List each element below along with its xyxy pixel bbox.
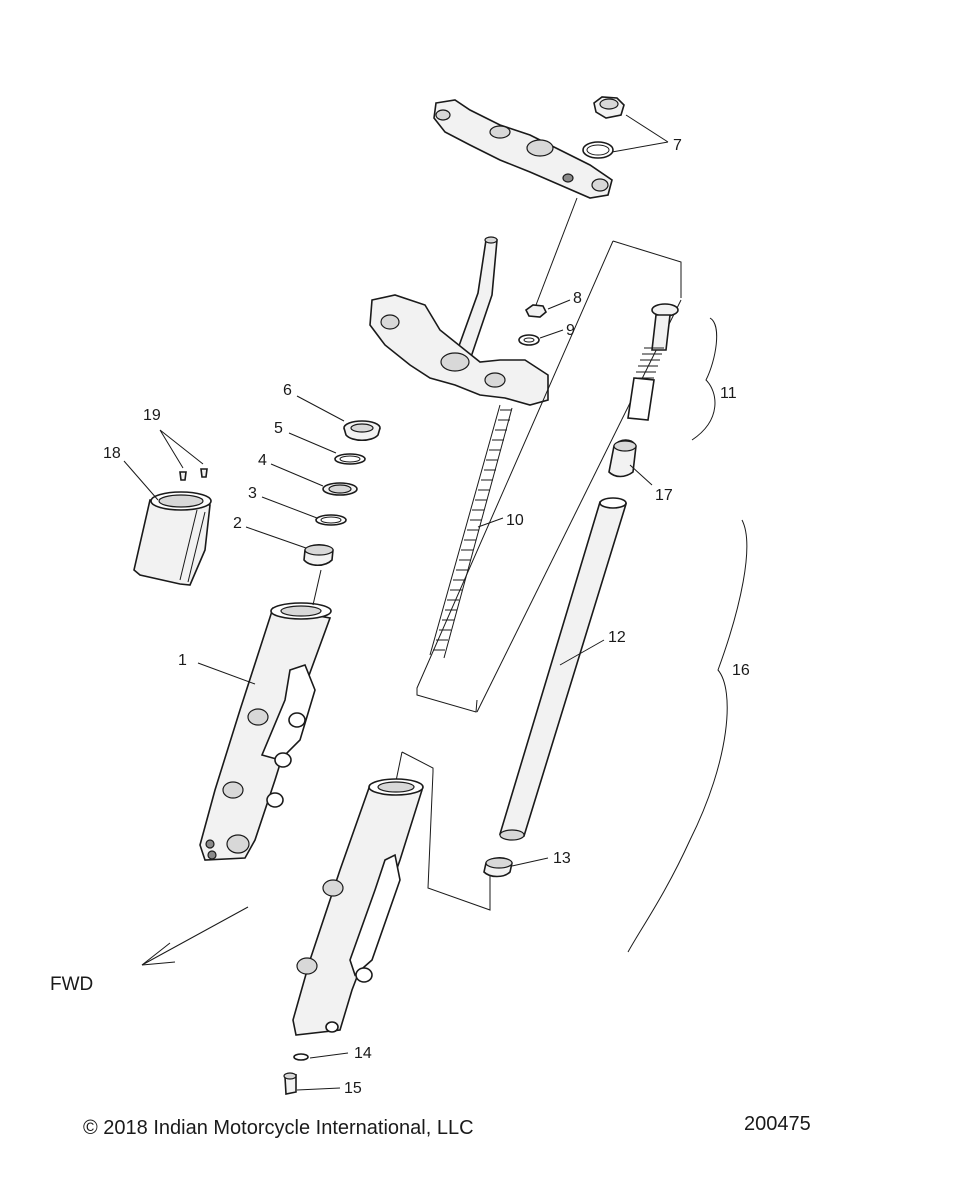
callout-1: 1 — [178, 652, 187, 669]
callout-11: 11 — [720, 385, 737, 402]
callout-19: 19 — [143, 407, 161, 424]
lower-triple-clamp — [369, 294, 549, 406]
callout-5: 5 — [274, 420, 283, 437]
washer — [518, 334, 540, 346]
callout-4: 4 — [258, 452, 267, 469]
outer-fork-slider-left — [199, 602, 332, 861]
oil-seal — [322, 482, 358, 496]
callout-2: 2 — [233, 515, 242, 532]
bushing — [608, 439, 637, 478]
seal-stack — [303, 420, 381, 567]
nut — [524, 304, 547, 318]
guide-bushing — [303, 543, 334, 567]
damper-cartridge — [627, 303, 679, 421]
slider-bushing — [483, 856, 513, 878]
callout-14: 14 — [354, 1045, 372, 1062]
fork-spring — [429, 404, 513, 659]
callout-6: 6 — [283, 382, 292, 399]
callout-10: 10 — [506, 512, 524, 529]
callout-12: 12 — [608, 629, 626, 646]
fork-cover — [133, 491, 212, 586]
seal-washer — [315, 514, 347, 526]
inner-fork-tube — [498, 497, 628, 841]
outer-fork-slider-right — [292, 778, 424, 1036]
callout-3: 3 — [248, 485, 257, 502]
retaining-clip — [334, 453, 366, 465]
drain-bolt — [283, 1072, 297, 1095]
upper-triple-clamp — [433, 99, 613, 199]
figure-number: 200475 — [744, 1113, 811, 1135]
copyright-notice: © 2018 Indian Motorcycle International, … — [83, 1117, 474, 1139]
callout-15: 15 — [344, 1080, 362, 1097]
callout-8: 8 — [573, 290, 582, 307]
forward-arrow — [141, 906, 249, 966]
copper-washer — [293, 1053, 309, 1061]
callout-13: 13 — [553, 850, 571, 867]
callout-16: 16 — [732, 662, 750, 679]
callout-18: 18 — [103, 445, 121, 462]
cover-screws — [179, 468, 208, 481]
forward-direction-label: FWD — [50, 974, 93, 995]
callout-9: 9 — [566, 322, 575, 339]
callout-7: 7 — [673, 137, 682, 154]
cap-nut-assembly — [582, 96, 625, 159]
dust-seal — [343, 420, 381, 442]
callout-17: 17 — [655, 487, 673, 504]
steering-stem — [453, 236, 498, 361]
